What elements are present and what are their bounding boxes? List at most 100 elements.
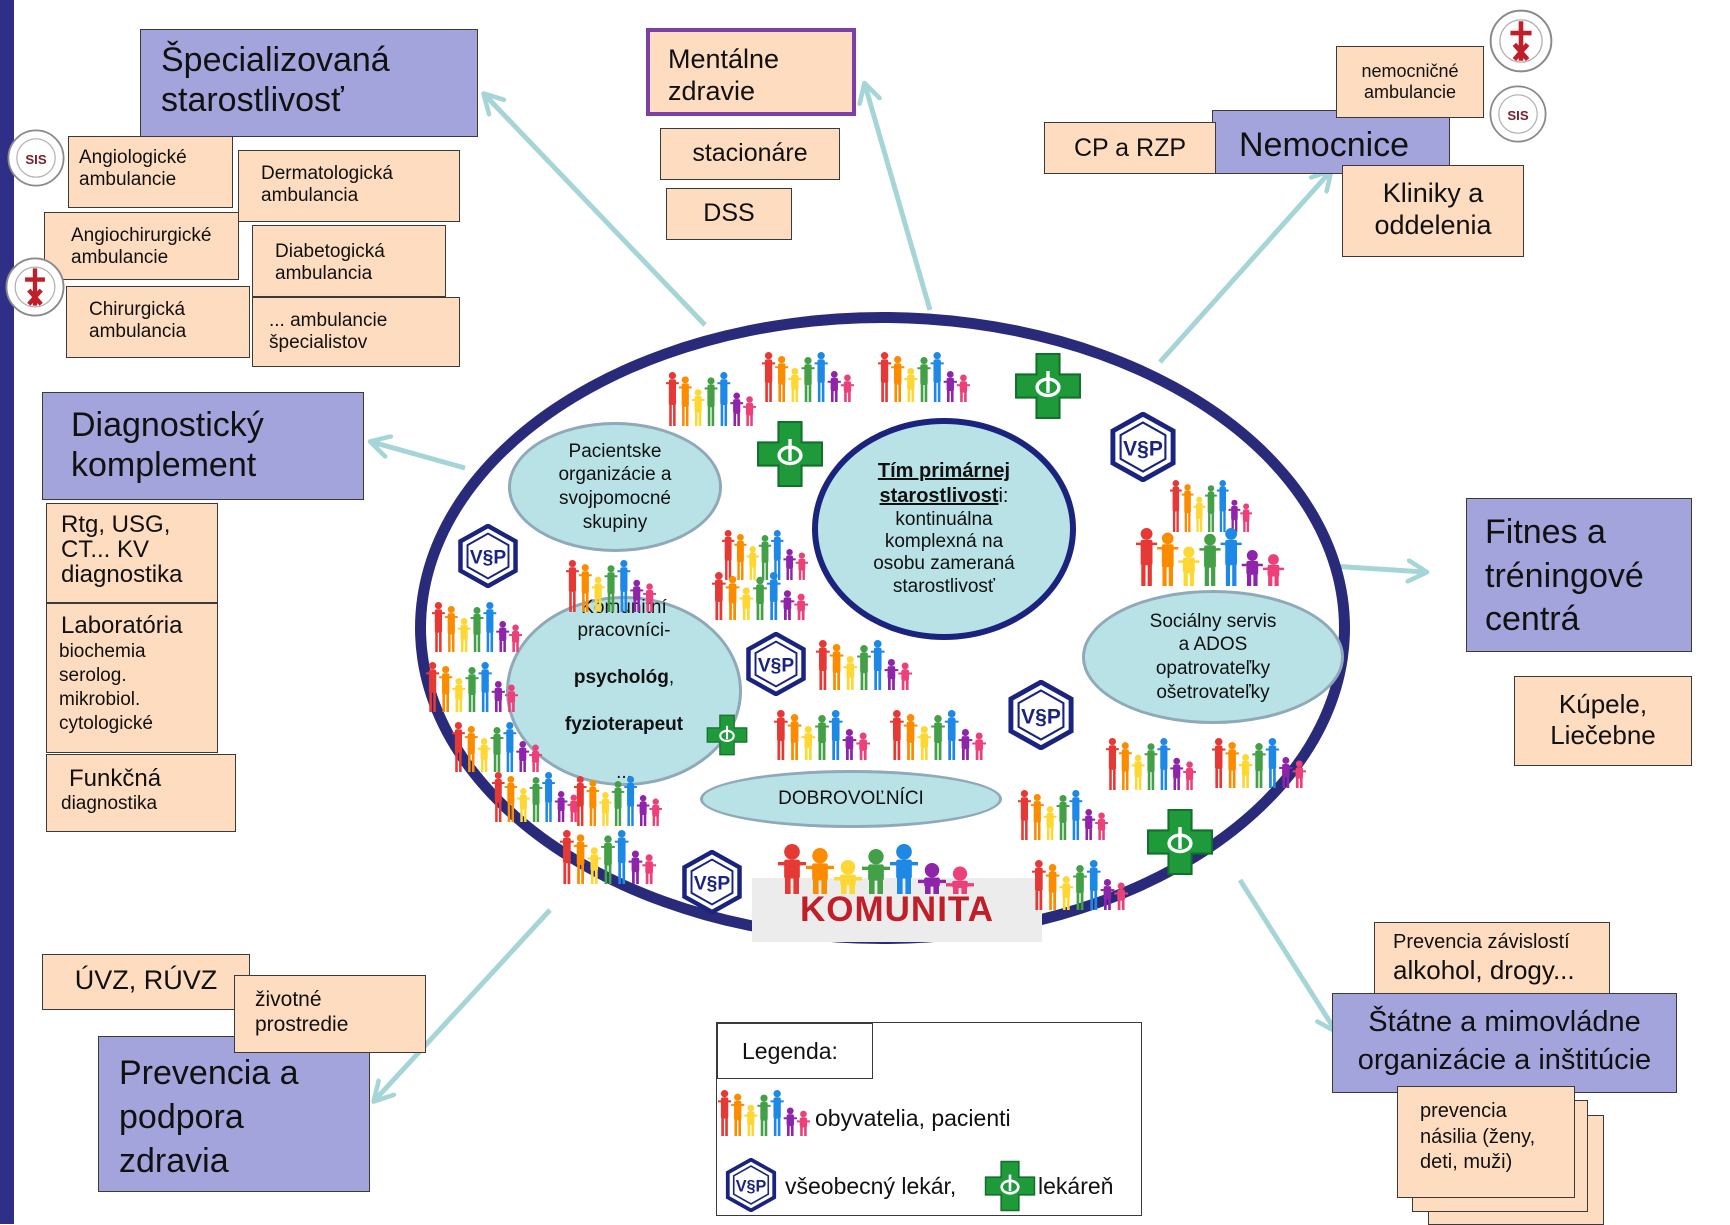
family-icon-21 — [1032, 860, 1128, 915]
svg-text:V§P: V§P — [1021, 705, 1061, 728]
svg-text:SIS: SIS — [1507, 108, 1528, 123]
team-title-tail: i: — [998, 484, 1009, 507]
arrow-to-state — [1237, 878, 1335, 1030]
vsp-doctor-emblem-icon-1: V§P — [456, 523, 520, 593]
stacionare-box: stacionáre — [660, 128, 840, 180]
violence-prevention-box: prevencia násilia (ženy, deti, muži) — [1397, 1086, 1575, 1198]
legend-family-icon — [718, 1090, 810, 1141]
laboratories-list: biochemia serolog. mikrobiol. cytologick… — [59, 641, 153, 734]
specialized-care-box: Špecializovaná starostlivosť — [140, 29, 478, 137]
angiology-society-seal-icon-0: SIS — [6, 128, 66, 193]
surgery-society-seal-icon-1 — [1488, 8, 1554, 79]
family-icon-6 — [722, 530, 808, 585]
arrow-to-diagnostic — [372, 442, 466, 471]
angiology-society-seal-icon-1: SIS — [1488, 84, 1548, 149]
family-icon-1 — [762, 352, 854, 407]
family-icon-20 — [778, 844, 974, 899]
legend-doctor-row: všeobecný lekár, — [785, 1173, 956, 1200]
svg-text:SIS: SIS — [25, 152, 46, 167]
svg-text:V§P: V§P — [736, 1177, 767, 1195]
workers-comma: , — [668, 666, 675, 688]
legend-doctor-label: všeobecný lekár, — [785, 1173, 957, 1199]
clinics-box: Kliniky a oddelenia — [1342, 165, 1524, 257]
vsp-doctor-emblem-icon-4: V§P — [680, 849, 744, 919]
arrow-to-prevention — [375, 908, 552, 1100]
social-service-oval: Sociálny servis a ADOS opatrovateľky oše… — [1082, 590, 1344, 724]
arrow-to-specialized — [485, 95, 707, 327]
angiology-ambulance-box: Angiologické ambulancie — [68, 136, 233, 208]
dss-box: DSS — [666, 188, 792, 240]
family-icon-11 — [452, 722, 542, 777]
pharmacy-cross-icon-0 — [1014, 352, 1082, 425]
family-icon-15 — [1212, 738, 1306, 793]
family-icon-16 — [492, 772, 580, 827]
family-icon-13 — [890, 710, 986, 765]
environment-box: životné prostredie — [234, 975, 426, 1053]
legend-title: Legenda: — [742, 1038, 838, 1064]
functional-sub: diagnostika — [61, 793, 158, 815]
legend-vsp-doctor-emblem-icon: V§P — [724, 1157, 778, 1217]
komunita-label: KOMUNITA — [800, 890, 994, 929]
diagnostic-complement-box: Diagnostický komplement — [42, 392, 364, 500]
pharmacy-cross-icon-1 — [756, 420, 824, 493]
addiction-prevention-box: Prevencia závislostí alkohol, drogy... — [1374, 922, 1610, 998]
specialists-ambulance-box: ... ambulancie špecialistov — [252, 297, 460, 367]
legend-pharmacy-label: lekáreň — [1038, 1173, 1114, 1199]
family-icon-17 — [574, 776, 662, 831]
surgery-society-seal-icon-0 — [4, 256, 66, 323]
state-organizations-box: Štátne a mimovládne organizácie a inštit… — [1332, 993, 1677, 1093]
angiosurgery-ambulance-box: Angiochirurgické ambulancie — [44, 212, 239, 280]
uvz-ruvz-box: ÚVZ, RÚVZ — [42, 954, 250, 1010]
surgery-ambulance-box: Chirurgická ambulancia — [66, 286, 250, 358]
workers-physio: fyzioterapeut — [564, 714, 684, 736]
workers-psychologist: psychológ — [573, 666, 669, 688]
hospitals-box: Nemocnice — [1212, 110, 1450, 174]
svg-text:V§P: V§P — [694, 874, 730, 895]
laboratories-title: Laboratória — [61, 612, 183, 639]
workers-top: Komunitní pracovníci- — [577, 597, 671, 641]
legend-pharmacy-cross-icon — [984, 1160, 1036, 1217]
legend-residents-row: obyvatelia, pacienti — [815, 1105, 1011, 1132]
functional-title: Funkčná — [69, 765, 162, 792]
family-icon-4 — [1136, 528, 1284, 591]
arrow-to-mental — [865, 85, 933, 311]
community-workers-oval: Komunitní pracovníci- psychológ, fyziote… — [506, 596, 742, 786]
primary-care-team-oval: Tím primárnej starostlivosti: kontinuáln… — [812, 418, 1076, 640]
addiction-title: Prevencia závislostí — [1393, 931, 1570, 953]
team-title: Tím primárnej starostlivost — [877, 459, 1011, 507]
functional-diagnostics-box: Funkčná diagnostika — [46, 754, 236, 832]
family-icon-10 — [816, 640, 912, 695]
diabetology-ambulance-box: Diabetogická ambulancia — [252, 225, 446, 297]
family-icon-14 — [1106, 738, 1196, 795]
laboratories-box: Laboratória biochemia serolog. mikrobiol… — [46, 603, 218, 753]
vsp-doctor-emblem-icon-2: V§P — [744, 631, 808, 701]
family-icon-9 — [426, 662, 518, 717]
svg-text:V§P: V§P — [758, 656, 794, 677]
legend-title-box: Legenda: — [717, 1023, 873, 1079]
prevention-box: Prevencia a podpora zdravia — [98, 1036, 370, 1192]
dermatology-ambulance-box: Dermatologická ambulancia — [238, 150, 460, 222]
family-icon-19 — [560, 830, 656, 889]
pharmacy-cross-icon-2 — [1146, 808, 1214, 881]
hospital-ambulances-box: nemocničné ambulancie — [1336, 46, 1484, 118]
vsp-doctor-emblem-icon-0: V§P — [1108, 411, 1178, 487]
legend-residents-label: obyvatelia, pacienti — [815, 1105, 1011, 1131]
family-icon-8 — [432, 602, 522, 657]
slide-sidebar-bar — [0, 0, 14, 1224]
pharmacy-cross-icon-3 — [706, 714, 748, 761]
addiction-sub: alkohol, drogy... — [1393, 954, 1575, 985]
family-icon-2 — [878, 352, 970, 407]
family-icon-7 — [712, 572, 808, 625]
rtg-usg-box: Rtg, USG, CT... KV diagnostika — [46, 503, 218, 603]
svg-text:V§P: V§P — [470, 548, 506, 569]
family-icon-3 — [1170, 480, 1252, 537]
svg-text:V§P: V§P — [1123, 437, 1163, 460]
team-description: kontinuálna komplexná na osobu zameraná … — [873, 508, 1015, 597]
mental-health-box: Mentálne zdravie — [646, 28, 856, 116]
volunteers-oval: DOBROVOĽNÍCI — [700, 770, 1002, 828]
family-icon-5 — [566, 560, 656, 617]
fitness-centers-box: Fitnes a tréningové centrá — [1466, 498, 1692, 652]
patient-organizations-oval: Pacientske organizácie a svojpomocné sku… — [508, 422, 722, 552]
